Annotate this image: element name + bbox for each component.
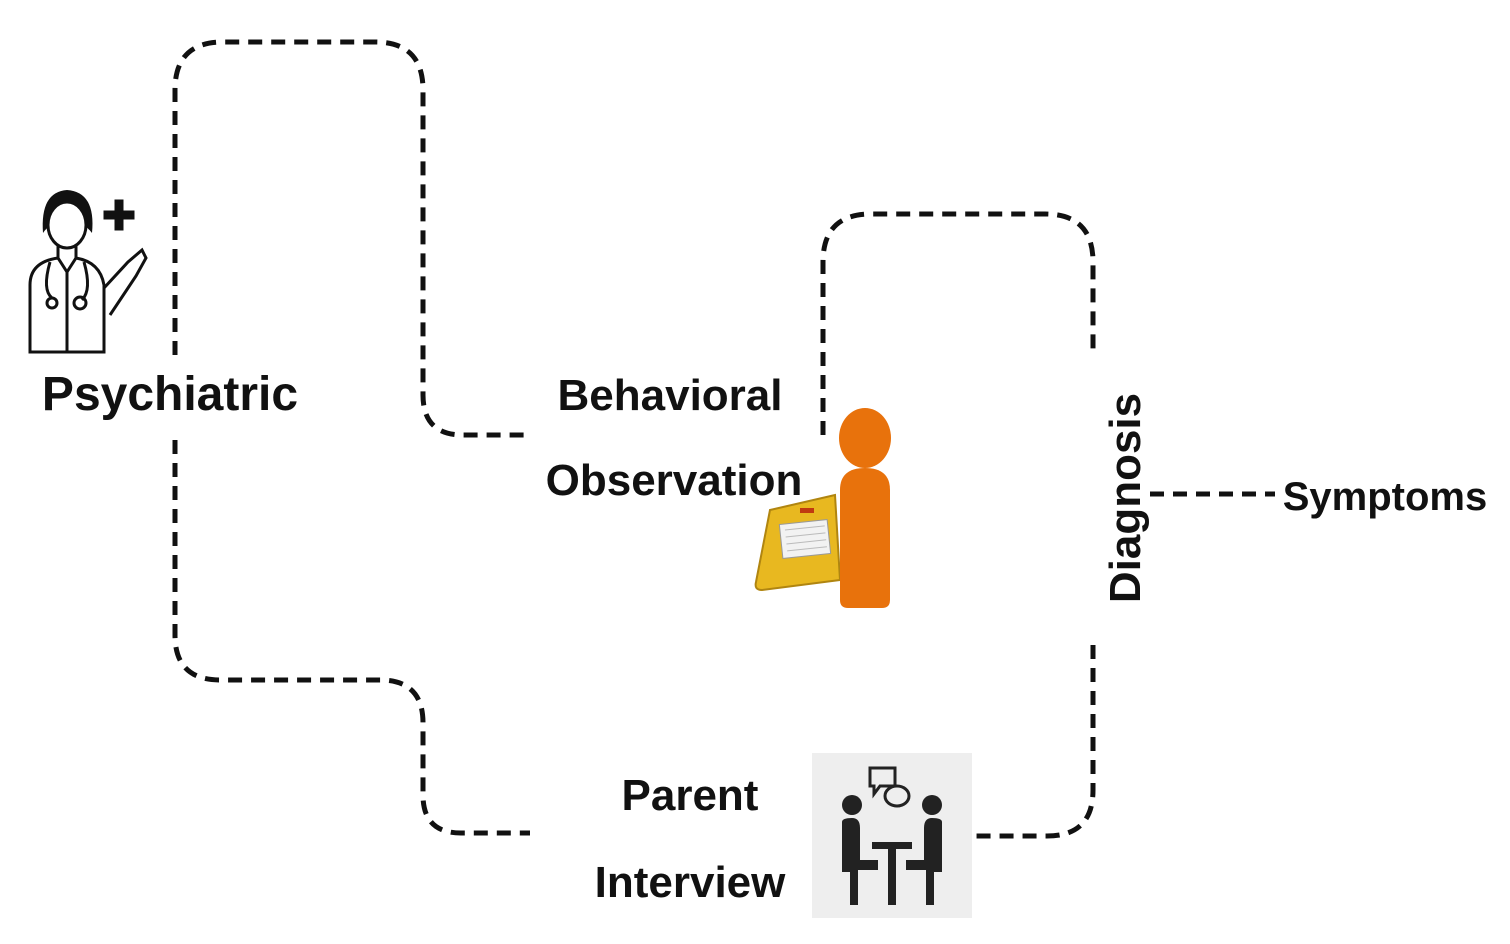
interview-meeting-icon: [812, 753, 972, 918]
behavioral-observation-label-line1: Behavioral: [558, 371, 783, 420]
doctor-icon: [28, 190, 148, 354]
observer-clipboard-icon: [754, 408, 891, 608]
psychiatric-label: Psychiatric: [42, 368, 298, 421]
connector-psychiatric-to-parent: [172, 440, 530, 836]
connector-behavioral-to-diagnosis: [820, 211, 1096, 435]
connectors: [172, 39, 1275, 839]
parent-interview-label-line2: Interview: [595, 858, 787, 907]
connector-psychiatric-to-behavioral: [172, 39, 530, 438]
symptoms-label: Symptoms: [1283, 475, 1488, 519]
diagnosis-label: Diagnosis: [1101, 393, 1150, 603]
behavioral-observation-label-line2: Observation: [546, 456, 803, 505]
connector-diagnosis-to-parent: [970, 645, 1096, 839]
parent-interview-label-line1: Parent: [622, 771, 759, 820]
